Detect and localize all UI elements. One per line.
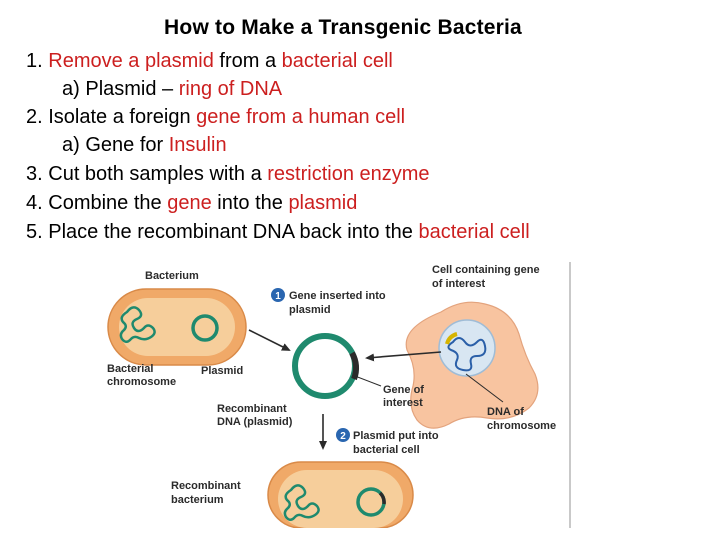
step-2: 2. Isolate a foreign gene from a human c… xyxy=(26,106,405,129)
step-number: 2. xyxy=(26,106,43,128)
step-text-part: bacterial cell xyxy=(418,221,530,243)
step-2-label-1: Plasmid put into xyxy=(353,430,439,442)
step-text-part: plasmid xyxy=(288,192,358,214)
step-text-part: Isolate a foreign xyxy=(48,106,197,128)
plasmid-icon xyxy=(191,314,219,342)
step-1-badge-number: 1 xyxy=(275,291,281,302)
step-text-part: Place the recombinant DNA back into the xyxy=(48,221,419,243)
recombinant-dna-label-2: DNA (plasmid) xyxy=(217,416,293,428)
step-text-part: gene xyxy=(167,192,212,214)
step-1-badge xyxy=(271,288,285,302)
step-2-badge xyxy=(336,428,350,442)
cell-gene-label-2: of interest xyxy=(432,278,486,290)
step-number: 1. xyxy=(26,50,43,72)
gene-of-interest-icon xyxy=(445,332,458,345)
step-4: 4. Combine the gene into the plasmid xyxy=(26,192,357,215)
recombinant-chromosome-icon xyxy=(283,484,320,521)
step-2-badge-number: 2 xyxy=(340,431,346,442)
step-1: 1. Remove a plasmid from a bacterial cel… xyxy=(26,50,393,73)
step-text-part: bacterial cell xyxy=(281,50,393,72)
cell-gene-label-1: Cell containing gene xyxy=(432,264,540,276)
step-text-part: into the xyxy=(211,192,289,214)
step-1a: a) Plasmid – ring of DNA xyxy=(62,78,282,101)
step-1-label-1: Gene inserted into xyxy=(289,290,386,302)
step-number: 5. xyxy=(26,221,43,243)
dna-chromosome-label-1: DNA of xyxy=(487,406,524,418)
step-text-part: Plasmid – xyxy=(85,78,179,100)
step-text-part: Combine the xyxy=(48,192,168,214)
step-text-part: restriction enzyme xyxy=(267,163,430,185)
recombinant-bacterium-label-2: bacterium xyxy=(171,494,224,506)
inserted-gene-icon xyxy=(349,351,359,381)
bacterial-chromosome-label-2: chromosome xyxy=(107,376,176,388)
arrow-plasmid-to-recombinant xyxy=(248,329,291,351)
step-text-part: Remove a plasmid xyxy=(48,50,214,72)
human-cell xyxy=(405,301,539,429)
bacterial-chromosome-label-1: Bacterial xyxy=(107,363,153,375)
bacterial-chromosome-icon xyxy=(119,306,156,343)
step-number: 4. xyxy=(26,192,43,214)
dna-label-leader xyxy=(465,373,504,403)
step-2-label-2: bacterial cell xyxy=(353,444,420,456)
recombinant-bacterium-cell xyxy=(267,461,414,528)
step-text-part: Cut both samples with a xyxy=(48,163,268,185)
arrow-gene-to-recombinant xyxy=(365,351,442,362)
step-number: a) xyxy=(62,134,80,156)
recombinant-dna-label-1: Recombinant xyxy=(217,403,287,415)
step-2a: a) Gene for Insulin xyxy=(62,134,227,157)
step-number: 3. xyxy=(26,163,43,185)
step-text-part: Gene for xyxy=(85,134,169,156)
step-1-label-2: plasmid xyxy=(289,304,331,316)
step-text-part: Insulin xyxy=(168,134,227,156)
gene-label-leader xyxy=(354,375,382,387)
recombinant-bacterium-label-1: Recombinant xyxy=(171,480,241,492)
plasmid-label: Plasmid xyxy=(201,365,243,377)
step-5: 5. Place the recombinant DNA back into t… xyxy=(26,221,530,244)
gene-of-interest-label-1: Gene of xyxy=(383,384,424,396)
page-title: How to Make a Transgenic Bacteria xyxy=(164,16,522,39)
dna-chromosome-icon xyxy=(447,337,487,372)
step-number: a) xyxy=(62,78,80,100)
step-text-part: from a xyxy=(213,50,282,72)
transgenic-diagram: Bacterium Bacterial chromosome Plasmid C… xyxy=(103,262,571,528)
bacterium-label: Bacterium xyxy=(145,270,199,282)
dna-chromosome-label-2: chromosome xyxy=(487,420,556,432)
gene-of-interest-label-2: interest xyxy=(383,397,423,409)
step-3: 3. Cut both samples with a restriction e… xyxy=(26,163,430,186)
step-text-part: gene from a human cell xyxy=(196,106,406,128)
bacterium-cell xyxy=(107,288,247,366)
step-text-part: ring of DNA xyxy=(178,78,283,100)
recombinant-plasmid xyxy=(292,333,359,399)
